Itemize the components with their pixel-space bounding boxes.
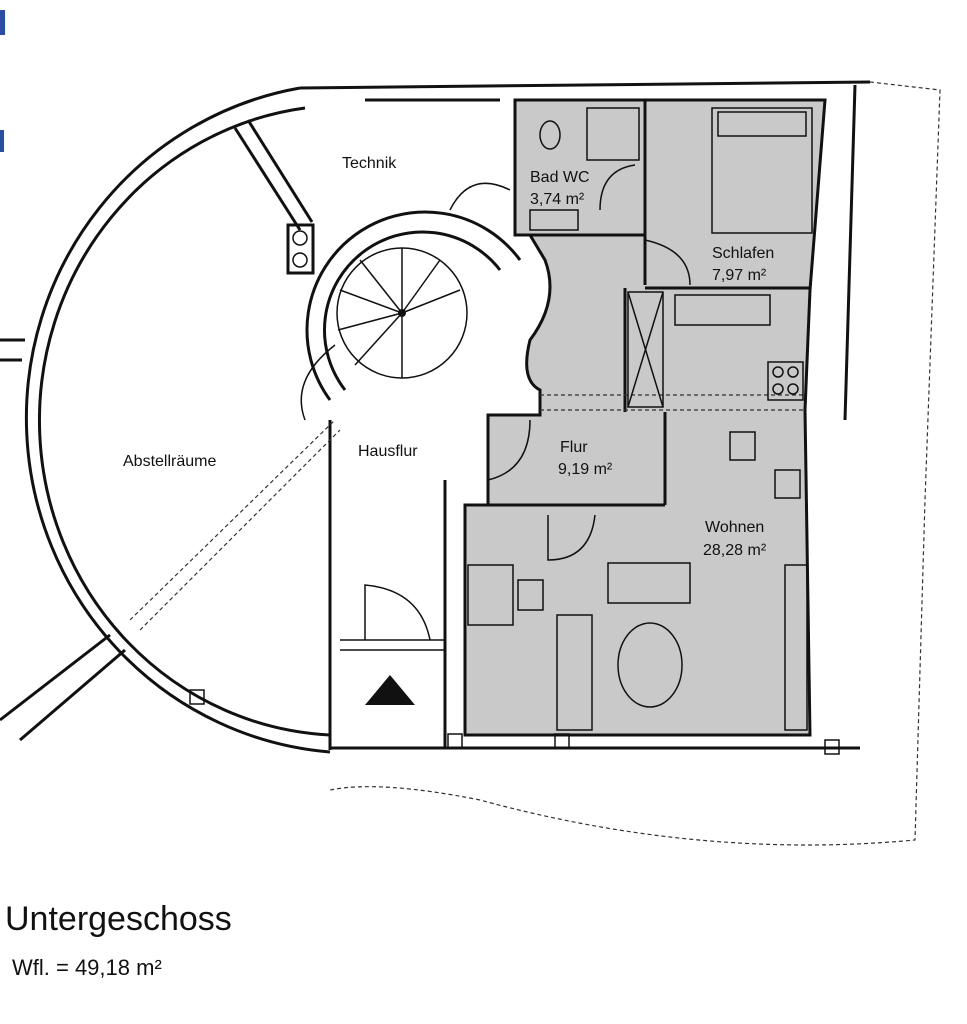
room-label-hausflur: Hausflur: [358, 443, 418, 460]
room-label-abstellraeume: Abstellräume: [123, 453, 216, 470]
total-living-area: Wfl. = 49,18 m²: [12, 955, 162, 980]
table: [617, 622, 683, 708]
room-area-schlafen: 7,97 m²: [712, 267, 767, 284]
floor-title: Untergeschoss: [5, 900, 232, 938]
bed: [711, 107, 813, 234]
walls: [0, 80, 871, 755]
spiral-staircase: [300, 182, 522, 421]
sofa: [607, 562, 691, 604]
margin-mark: [0, 130, 4, 152]
room-label-bad: Bad WC: [530, 169, 590, 186]
entrance-arrow-icon: [365, 675, 415, 705]
toilet: [539, 120, 561, 150]
site-boundary: [329, 81, 941, 846]
room-label-flur: Flur: [560, 439, 588, 456]
apartment-area: [463, 98, 827, 737]
room-area-wohnen: 28,28 m²: [703, 542, 767, 559]
room-label-schlafen: Schlafen: [712, 245, 774, 262]
room-area-flur: 9,19 m²: [558, 461, 613, 478]
margin-mark: [0, 10, 5, 35]
shower: [586, 107, 640, 161]
entrance: [340, 584, 445, 705]
room-area-bad: 3,74 m²: [530, 191, 585, 208]
room-label-technik: Technik: [342, 155, 397, 172]
room-label-wohnen: Wohnen: [705, 519, 764, 536]
stove: [767, 361, 804, 401]
